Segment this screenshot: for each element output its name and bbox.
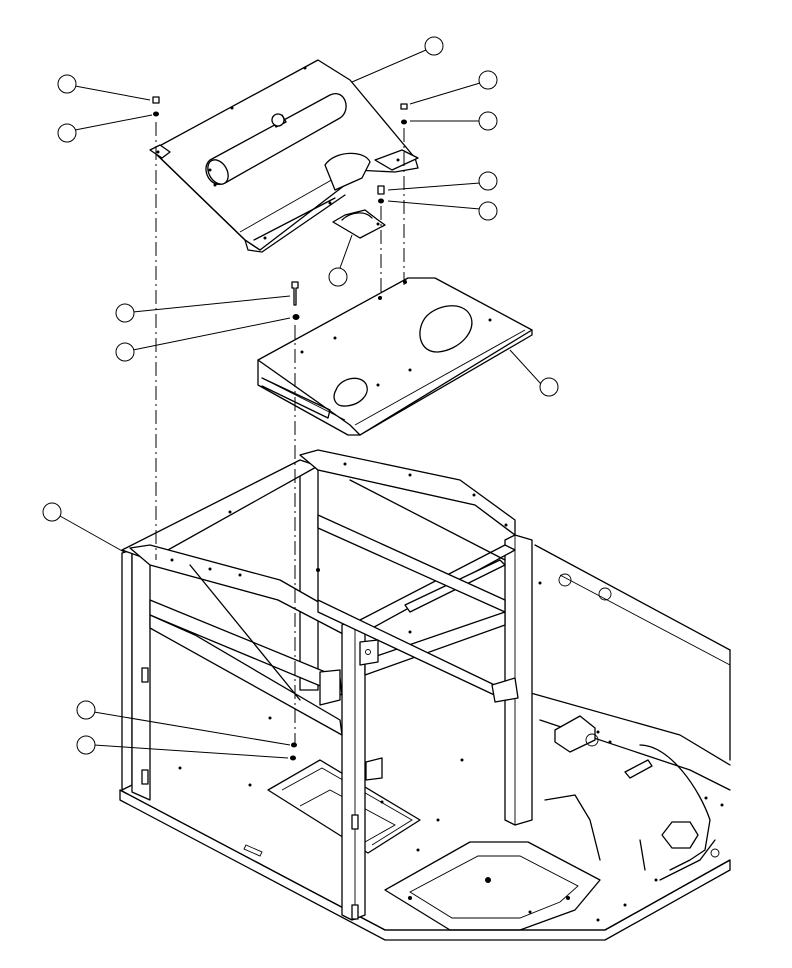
pan-bracket — [332, 209, 386, 239]
base-plate — [119, 544, 731, 941]
callout-nut-lower-2[interactable] — [76, 735, 289, 759]
callout-screw-top-left[interactable] — [57, 74, 151, 101]
floor-bracket — [544, 715, 653, 871]
seat-plate — [257, 277, 533, 436]
callout-bolt-center[interactable] — [387, 171, 498, 191]
callout-lower-plate[interactable] — [509, 349, 559, 397]
callout-long-bolt[interactable] — [115, 295, 291, 323]
callout-bracket[interactable] — [328, 234, 353, 287]
top-seat-pan — [149, 59, 419, 253]
callout-frame[interactable] — [42, 502, 125, 553]
explode-lines — [155, 122, 405, 745]
callout-washer-top-right[interactable] — [410, 111, 498, 131]
callout-washer-center[interactable] — [387, 200, 498, 221]
callout-seat-pan-top[interactable] — [351, 36, 444, 83]
hardware — [152, 96, 408, 761]
floor-opening-octagon — [384, 841, 601, 931]
callout-nut-lower[interactable] — [76, 700, 291, 746]
seat-frame — [121, 449, 533, 921]
callout-screw-top-right[interactable] — [409, 70, 498, 105]
callout-long-bolt-washer[interactable] — [115, 317, 291, 362]
callout-washer-top-left[interactable] — [57, 114, 153, 143]
